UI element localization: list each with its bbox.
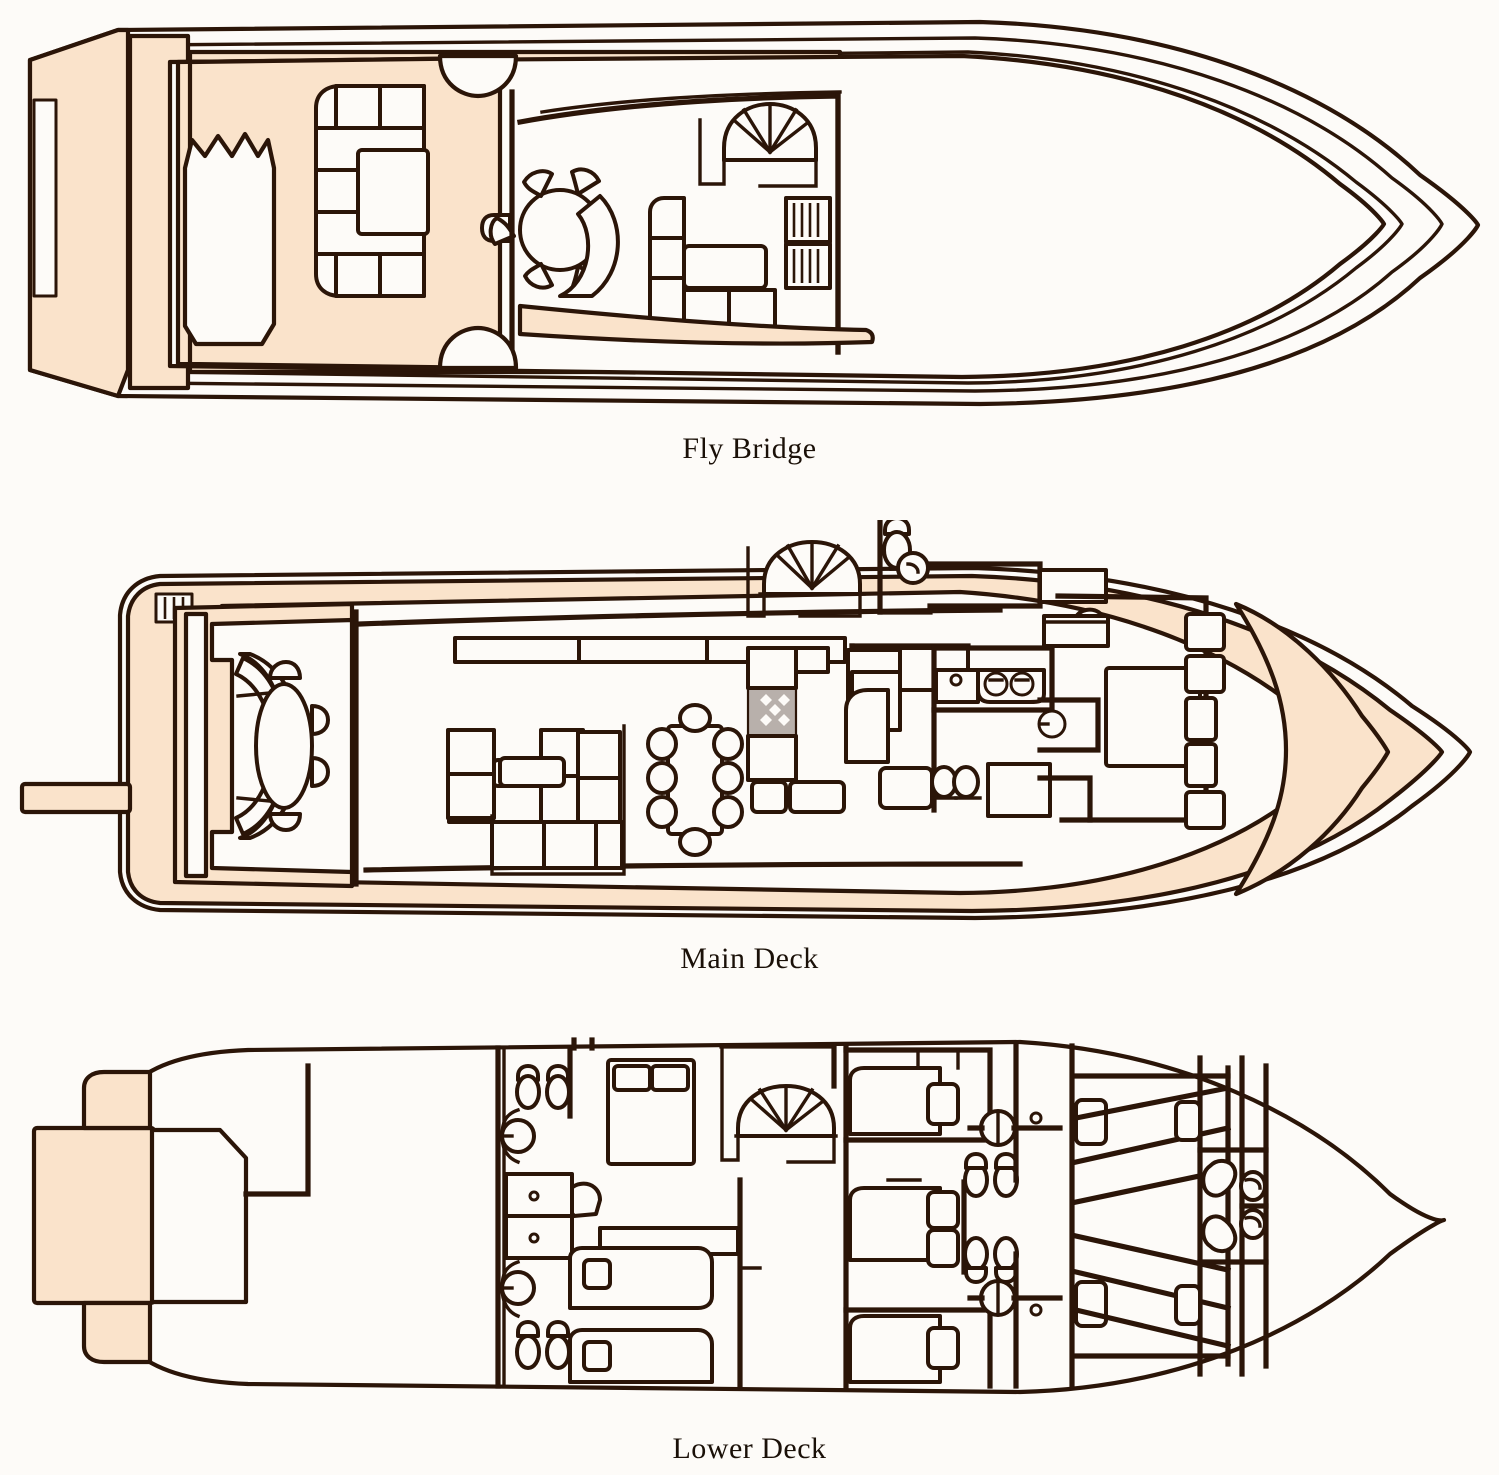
ld-nightstand-1	[926, 1082, 960, 1126]
md-swim-platform	[19, 781, 133, 815]
fb-hull-line-3	[166, 50, 1404, 385]
md-dining-group	[646, 703, 744, 857]
ld-nightstand-4	[926, 1326, 960, 1370]
fb-u-settee	[314, 84, 430, 298]
fb-spiral-stair	[698, 102, 818, 188]
fb-hull-line-2	[148, 36, 1444, 393]
ld-pillow-2	[650, 1064, 690, 1092]
fb-hatch-aft	[437, 325, 519, 371]
ld-nightstand-2	[926, 1190, 960, 1230]
fb-console-edge	[516, 93, 841, 355]
md-sofa-seat-3	[594, 820, 624, 870]
fb-hull-outer	[27, 19, 1481, 407]
ld-vip-stateroom	[563, 1037, 696, 1218]
fb-louvre-vents	[784, 196, 832, 290]
md-locker-3	[1184, 696, 1218, 742]
ld-toilet-7	[963, 1236, 989, 1272]
ld-toilet-2	[545, 1074, 571, 1110]
lower-deck-caption: Lower Deck	[672, 1432, 827, 1465]
ld-locker-b	[1074, 1280, 1108, 1328]
md-locker-5	[1184, 790, 1226, 830]
fb-stern-rail	[32, 98, 58, 298]
md-locker-4	[1184, 742, 1218, 788]
fly-bridge-caption: Fly Bridge	[682, 432, 817, 465]
ld-engine-room-aft	[31, 1125, 157, 1306]
md-sofa-frame	[490, 724, 626, 876]
deck-fly-bridge: Fly Bridge	[0, 0, 1499, 466]
md-coffee-table	[498, 756, 566, 788]
ld-toilet-4	[545, 1334, 571, 1370]
fb-round-table-group	[488, 167, 620, 298]
ld-crew-toilet-2	[1201, 1214, 1238, 1253]
md-aft-oval-table-group	[254, 660, 330, 832]
md-salon-window-band	[453, 636, 847, 664]
md-salon-sole-line	[363, 861, 1023, 873]
deck-main: Main Deck	[0, 520, 1499, 976]
fly-bridge-drawing	[27, 19, 1481, 407]
md-appliance	[878, 766, 934, 810]
deck-lower: Lower Deck	[0, 1010, 1499, 1466]
ld-toilet-3	[515, 1334, 541, 1370]
md-sofa-seat-2	[542, 820, 598, 870]
md-day-head	[877, 520, 933, 615]
ld-head-port-aft	[500, 1259, 571, 1370]
ld-engine-room	[149, 1127, 249, 1305]
ld-locker-a	[1074, 1098, 1108, 1146]
md-sofa-seat-1	[490, 820, 546, 870]
md-spiral-stair	[746, 540, 866, 618]
md-master-stateroom	[1037, 593, 1226, 830]
ld-pillow-1	[612, 1064, 652, 1092]
ld-forepeak-locker-2	[1174, 1284, 1202, 1326]
md-sofa-back-2	[576, 776, 622, 826]
ld-stern-tab-bottom	[81, 1300, 153, 1365]
ld-crew-head	[1197, 1055, 1269, 1377]
fb-console-inner	[540, 90, 842, 114]
ld-forepeak-locker-1	[1174, 1100, 1202, 1142]
ld-head-port-fwd	[500, 1064, 571, 1165]
md-locker-1	[1184, 612, 1226, 652]
ld-port-berths	[568, 1226, 740, 1384]
fb-hardtop-overhang	[517, 303, 875, 346]
fb-chair-1	[522, 169, 554, 198]
md-armchair-2	[446, 772, 496, 820]
ld-crew-toilet-1	[1201, 1159, 1238, 1198]
md-foredeck	[1233, 601, 1391, 897]
fb-chair-2	[570, 167, 601, 196]
md-basin	[896, 551, 930, 585]
ld-guest-cabin-2	[848, 1152, 1019, 1284]
md-locker-2	[1184, 654, 1226, 694]
fb-helm-arc	[558, 194, 620, 298]
md-aft-oval-table	[254, 682, 314, 810]
fb-hatch-fore	[437, 53, 519, 99]
md-armchair-1	[446, 728, 496, 776]
ld-nightstand-3	[926, 1228, 960, 1268]
ld-spiral-stair	[719, 1043, 838, 1164]
ld-guest-cabin-3	[843, 1279, 1063, 1389]
main-deck-drawing	[19, 520, 1473, 921]
ld-stern-tab-top	[81, 1069, 153, 1131]
md-aft-bulwark	[183, 611, 209, 879]
fb-sun-pad	[182, 131, 277, 347]
ld-toilet-1	[515, 1074, 541, 1110]
main-deck-caption: Main Deck	[680, 942, 819, 975]
ld-hatch-2	[1029, 1303, 1043, 1317]
ld-hull-outer	[135, 1039, 1447, 1395]
fb-chair-4	[523, 262, 554, 290]
md-fridge	[986, 762, 1052, 818]
ld-guest-cabin-1	[843, 1047, 993, 1143]
fb-chair-3	[488, 216, 516, 246]
ld-vip-dresser	[504, 1172, 574, 1260]
md-stool-2	[952, 765, 980, 799]
md-chaise	[844, 688, 890, 764]
lower-deck-drawing	[31, 1037, 1447, 1395]
md-sofa-back-1	[576, 730, 622, 780]
ld-lazarette-wall	[243, 1063, 311, 1197]
ld-hatch-1	[1029, 1111, 1043, 1125]
md-tile-diamonds	[760, 694, 790, 726]
